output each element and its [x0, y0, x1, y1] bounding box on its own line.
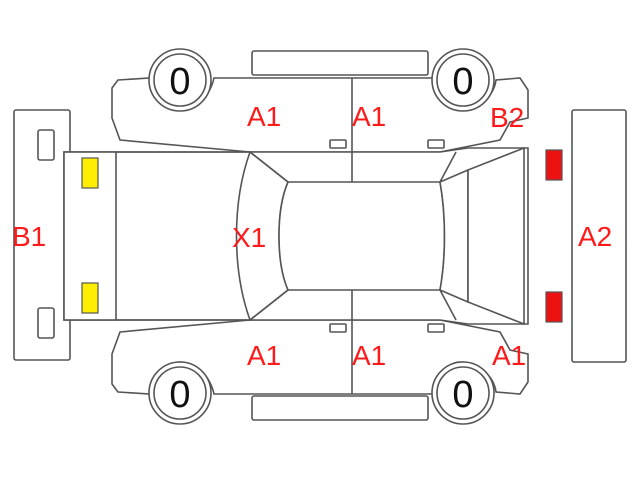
headlight-bottom	[81, 282, 99, 314]
label-rear-bumper: A2	[578, 221, 612, 252]
bottom-side-sill	[251, 395, 429, 421]
car-top-view	[63, 146, 529, 326]
label-front-bumper: B1	[12, 221, 46, 252]
taillight-bottom	[545, 291, 563, 323]
tire-rear-top-value: 0	[452, 61, 473, 103]
front-bumper-fog-lamp-top	[37, 129, 55, 161]
tire-front-bottom: 0	[148, 361, 212, 425]
trunk-lid	[467, 146, 525, 326]
tire-front-bottom-value: 0	[169, 374, 190, 416]
tire-rear-top: 0	[431, 48, 495, 112]
bottom-front-door-handle	[329, 323, 347, 333]
top-side-sill	[251, 50, 429, 76]
top-rear-door-handle	[427, 139, 445, 149]
rear-window	[439, 168, 469, 304]
label-rear-top-corner: B2	[490, 102, 524, 133]
roof	[278, 181, 446, 291]
tire-front-top: 0	[148, 48, 212, 112]
label-bottom-rear-door: A1	[352, 340, 386, 371]
label-bottom-front-door: A1	[247, 340, 281, 371]
top-front-door-handle	[329, 139, 347, 149]
label-top-front-door: A1	[247, 101, 281, 132]
tire-front-top-value: 0	[169, 61, 190, 103]
tire-rear-bottom-value: 0	[452, 374, 473, 416]
label-bottom-rear-corner: A1	[492, 340, 526, 371]
label-top-rear-door: A1	[352, 101, 386, 132]
headlight-top	[81, 157, 99, 189]
front-bumper-fog-lamp-bottom	[37, 307, 55, 339]
bottom-rear-door-handle	[427, 323, 445, 333]
tire-rear-bottom: 0	[431, 361, 495, 425]
taillight-top	[545, 149, 563, 181]
label-roof: X1	[232, 222, 266, 253]
rear-bumper	[571, 109, 627, 363]
